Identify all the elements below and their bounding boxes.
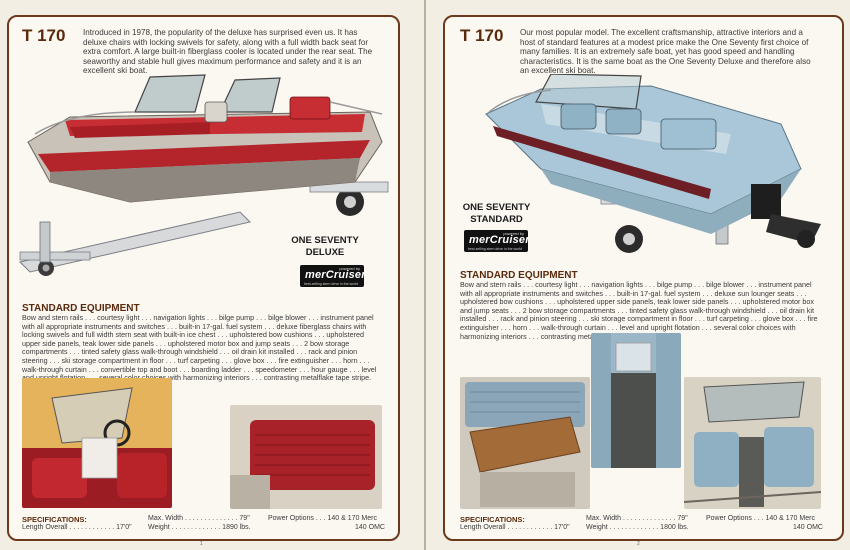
standard-walkthrough-photo — [591, 333, 681, 468]
intro-text-right: Our most popular model. The excellent cr… — [520, 28, 811, 76]
logo-powered-by: powered by — [339, 266, 360, 271]
logo-mark: merCruiser — [305, 269, 366, 281]
trailer-illustration — [19, 181, 389, 276]
deluxe-cockpit-photo — [22, 378, 172, 508]
page-left: T 170 Introduced in 1978, the popularity… — [0, 0, 424, 550]
deluxe-rear-seat-photo — [230, 405, 382, 509]
spec-weight: Weight . . . . . . . . . . . . . 1890 lb… — [148, 524, 251, 531]
spec-power-options: Power Options . . . 140 & 170 Merc — [706, 515, 815, 522]
model-title-right: T 170 — [460, 26, 504, 45]
boat-name-deluxe: ONE SEVENTY DELUXE — [280, 235, 370, 259]
specifications-heading: SPECIFICATIONS: — [460, 515, 525, 524]
boat-name-line1: ONE SEVENTY — [462, 202, 531, 213]
logo-powered-by: powered by — [503, 231, 524, 236]
spec-width: Max. Width . . . . . . . . . . . . . . 7… — [148, 515, 250, 522]
page-gutter — [424, 0, 426, 550]
boat-name-line2: DELUXE — [305, 247, 345, 258]
intro-text-left: Introduced in 1978, the popularity of th… — [83, 28, 373, 76]
standard-bow-storage-photo — [460, 377, 590, 509]
page-number-right: 2 — [637, 541, 640, 547]
boat-name-standard: ONE SEVENTY STANDARD — [454, 202, 539, 226]
spec-power-omc: 140 OMC — [793, 524, 823, 531]
logo-tagline: best-selling stern drive in the world — [468, 247, 522, 251]
spec-power-omc: 140 OMC — [355, 524, 385, 531]
spec-power-options: Power Options . . . 140 & 170 Merc — [268, 515, 377, 522]
specifications-heading: SPECIFICATIONS: — [22, 515, 87, 524]
mercruiser-logo: powered by merCruiser best-selling stern… — [300, 265, 366, 287]
spec-weight: Weight . . . . . . . . . . . . . 1800 lb… — [586, 524, 689, 531]
page-number-left: 1 — [200, 541, 203, 547]
standard-equipment-text: Bow and stern rails . . . courtesy light… — [460, 280, 818, 341]
spec-length: Length Overall . . . . . . . . . . . . 1… — [460, 524, 570, 531]
boat-name-line2: STANDARD — [470, 214, 523, 225]
bow-rail — [488, 89, 552, 113]
deluxe-boat-photo — [19, 74, 389, 276]
spec-length: Length Overall . . . . . . . . . . . . 1… — [22, 524, 132, 531]
bow-rail — [34, 101, 383, 135]
boat-name-line1: ONE SEVENTY — [291, 235, 359, 246]
standard-windshield — [535, 74, 717, 150]
standard-boat-photo — [485, 74, 821, 253]
outboard-motor — [751, 184, 821, 248]
mercruiser-logo: powered by merCruiser best-selling stern… — [464, 230, 530, 252]
logo-mark: merCruiser — [469, 234, 530, 246]
page-right: T 170 Our most popular model. The excell… — [426, 0, 850, 550]
spec-width: Max. Width . . . . . . . . . . . . . . 7… — [586, 515, 688, 522]
model-title-left: T 170 — [22, 26, 66, 45]
standard-equipment-text: Bow and stern rails . . . courtesy light… — [22, 313, 377, 383]
standard-equipment-heading: STANDARD EQUIPMENT — [22, 303, 140, 314]
standard-equipment-heading: STANDARD EQUIPMENT — [460, 270, 578, 281]
deluxe-windshield — [134, 74, 331, 123]
logo-tagline: best-selling stern drive in the world — [304, 282, 358, 286]
deluxe-hull — [27, 111, 383, 203]
standard-cockpit-photo — [684, 377, 821, 509]
